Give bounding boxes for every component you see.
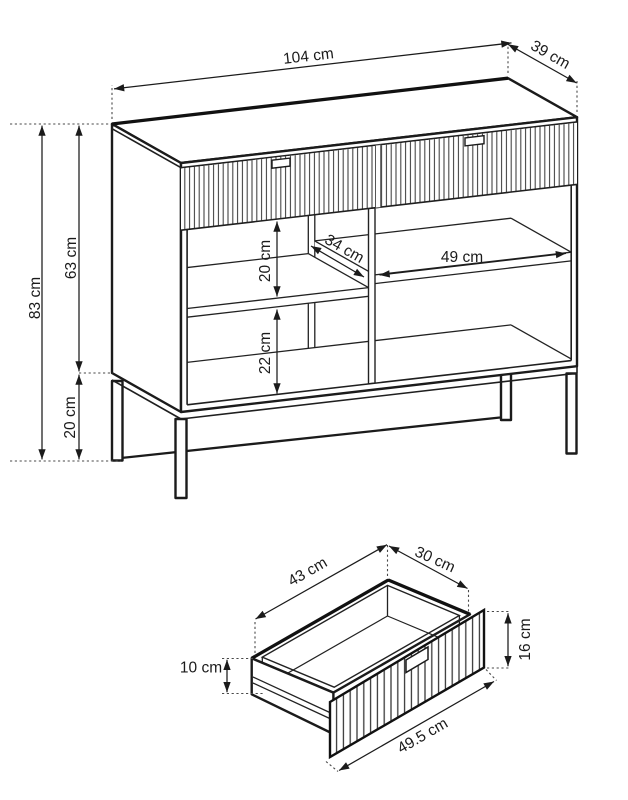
dim-drawer-front-height: 16 cm <box>504 613 534 667</box>
top-panel-edge-left <box>111 128 182 169</box>
floor-right-edge <box>510 324 572 360</box>
floor-back-edge <box>187 324 512 370</box>
dim-cabinet-depth: 39 cm <box>507 37 577 84</box>
dim-upper-shelf-clearance: 20 cm <box>257 221 281 297</box>
right-shelf-right-edge <box>510 217 572 253</box>
left-shelf-front-top-edge <box>187 286 369 310</box>
leg-frame-front <box>180 372 578 420</box>
dim-label-drawer-inner-length: 43 cm <box>285 554 330 590</box>
dim-label-drawer-front-height: 16 cm <box>517 618 534 660</box>
left-drawer-handle <box>271 157 291 169</box>
drawer-slide-rail-top <box>252 676 334 715</box>
dim-drawer-inner-width: 30 cm <box>388 544 468 590</box>
dim-cabinet-total-height: 83 cm <box>27 125 46 460</box>
dim-label-upper-clearance: 20 cm <box>257 240 274 282</box>
dim-label-drawer-front-width: 49.5 cm <box>395 715 451 757</box>
dim-label-leg-height: 20 cm <box>62 396 79 438</box>
dim-label-total-height: 83 cm <box>27 277 44 319</box>
leg-front-right <box>565 372 578 455</box>
dim-cabinet-body-height: 63 cm <box>63 125 83 372</box>
drawer-slide-rail-bottom <box>252 682 334 721</box>
drawer-handle <box>405 645 429 674</box>
dim-drawer-side-height: 10 cm <box>180 660 231 693</box>
dim-label-cabinet-width: 104 cm <box>282 45 334 68</box>
right-shelf-back-edge <box>314 217 512 242</box>
dim-label-body-height: 63 cm <box>63 237 80 279</box>
leg-frame-left <box>111 379 182 420</box>
drawer-drawing: 43 cm 30 cm 10 cm 16 cm 49.5 cm <box>180 544 534 772</box>
floor-front-edge <box>187 359 572 406</box>
center-divider <box>367 207 376 385</box>
dim-shelf-width: 49 cm <box>379 249 567 278</box>
left-shelf-front-bottom-edge <box>187 295 369 318</box>
dim-label-drawer-side-height: 10 cm <box>180 660 222 677</box>
leg-back-left <box>110 379 124 462</box>
dim-cabinet-leg-height: 20 cm <box>62 374 83 460</box>
dim-label-shelf-width: 49 cm <box>441 249 483 266</box>
drawer-rim-inner-edge <box>260 584 461 688</box>
cabinet-left-face <box>110 122 183 414</box>
right-drawer-handle <box>464 134 485 147</box>
drawer-extension-lines <box>222 545 510 772</box>
dim-label-lower-clearance: 22 cm <box>257 332 274 374</box>
dim-cabinet-width: 104 cm <box>113 40 512 92</box>
leg-front-left <box>174 417 188 500</box>
drawer-front-gap <box>375 144 382 209</box>
dim-lower-shelf-clearance: 22 cm <box>257 309 281 394</box>
cabinet-drawing: 104 cm 39 cm 83 cm 63 cm 20 cm 20 cm 22 … <box>10 37 579 500</box>
